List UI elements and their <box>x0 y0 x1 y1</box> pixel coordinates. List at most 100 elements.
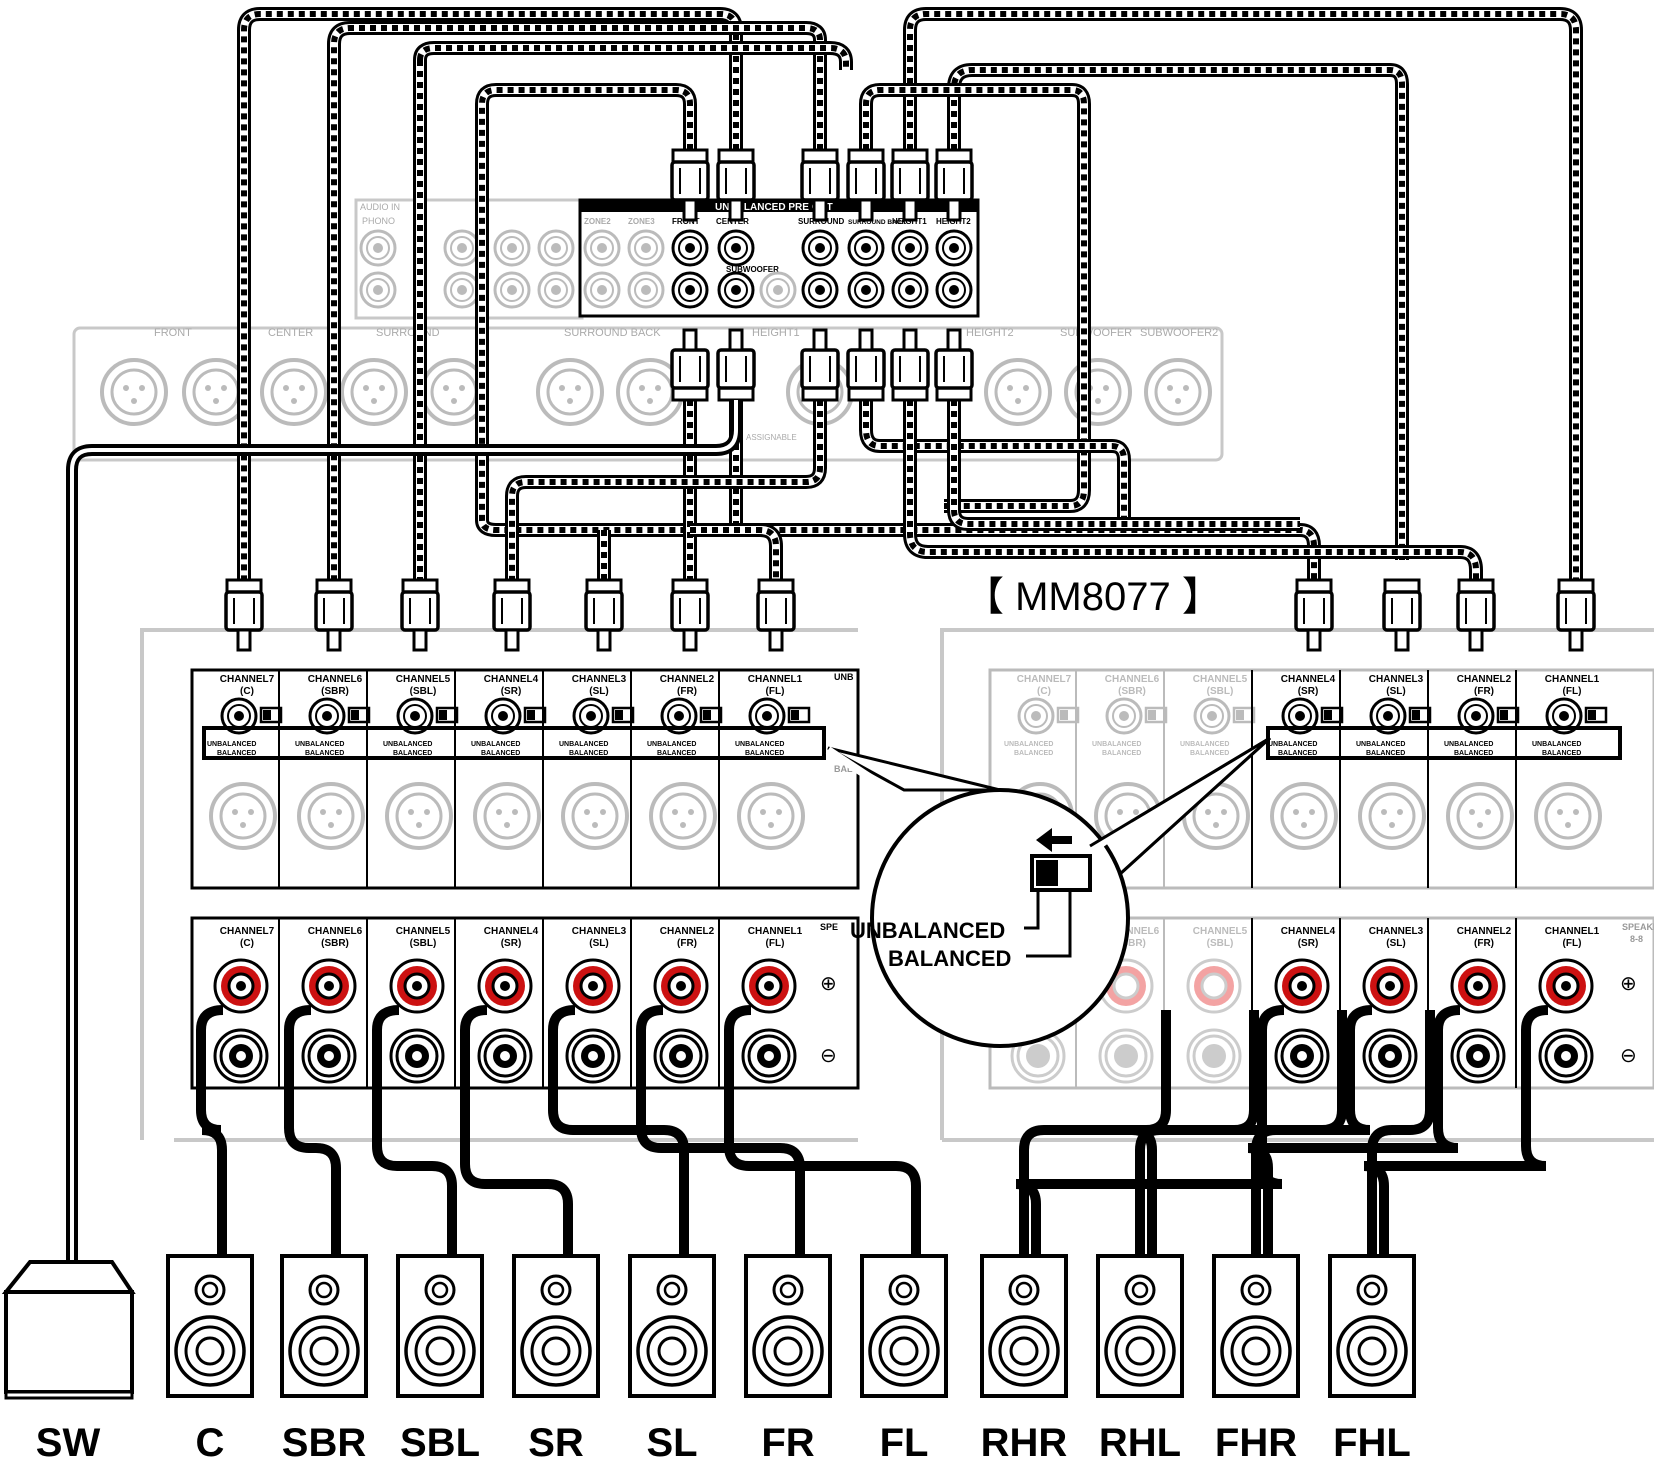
bal-label-center: CENTER <box>268 327 313 339</box>
negative-terminal <box>213 1028 269 1084</box>
speaker-label: SW <box>36 1421 101 1465</box>
switch-balanced-text: BALANCED <box>305 750 344 757</box>
audio-in-label: AUDIO IN <box>360 202 400 212</box>
channel-name: CHANNEL1 <box>748 926 803 937</box>
channel-name: CHANNEL7 <box>220 926 275 937</box>
channel-column: CHANNEL4(SR)UNBALANCEDBALANCEDCHANNEL4(S… <box>454 670 547 1088</box>
switch-unbalanced-text: UNBALANCED <box>1180 741 1229 748</box>
speaker-icon <box>860 1254 948 1398</box>
speaker-label: SBR <box>282 1421 367 1465</box>
channel-name: CHANNEL1 <box>1545 674 1600 685</box>
positive-terminal <box>1450 958 1506 1014</box>
speaker-label: SL <box>646 1421 697 1465</box>
switch-balanced-text: BALANCED <box>1014 750 1053 757</box>
channel-name: CHANNEL2 <box>660 674 715 685</box>
speaker-label: RHL <box>1099 1421 1181 1465</box>
channel-column: CHANNEL2(FR)UNBALANCEDBALANCEDCHANNEL2(F… <box>630 670 723 1088</box>
signal-cables <box>237 7 1583 580</box>
speaker-label: SBL <box>400 1421 480 1465</box>
left-arrow-icon <box>1036 828 1072 852</box>
negative-terminal <box>1186 1028 1242 1084</box>
bal-label-height1: HEIGHT1 <box>752 327 800 339</box>
channel-name: CHANNEL3 <box>572 926 627 937</box>
channel-name: CHANNEL6 <box>1105 674 1160 685</box>
positive-terminal <box>389 958 445 1014</box>
plus-symbol: ⊕ <box>820 973 837 995</box>
channel-name: CHANNEL5 <box>396 926 451 937</box>
switch-balanced-text: BALANCED <box>1102 750 1141 757</box>
speaker-label: FHR <box>1215 1421 1297 1465</box>
channel-name: CHANNEL5 <box>1193 674 1248 685</box>
switch-unbalanced-text: UNBALANCED <box>295 741 344 748</box>
channel-name: CHANNEL4 <box>1281 674 1336 685</box>
model-label: 【 MM8077 】 <box>964 575 1222 619</box>
channel-sub: (SBR) <box>1118 686 1146 697</box>
channel-sub: (SBL) <box>410 686 437 697</box>
channel-name: CHANNEL1 <box>748 674 803 685</box>
channel-sub: (SL) <box>1386 686 1405 697</box>
channel-column: CHANNEL6(SBR)UNBALANCEDBALANCEDCHANNEL6(… <box>1075 670 1168 1088</box>
channel-column: CHANNEL3(SL)UNBALANCEDBALANCEDCHANNEL3(S… <box>542 670 635 1088</box>
negative-terminal <box>1450 1028 1506 1084</box>
switch-balanced-text: BALANCED <box>393 750 432 757</box>
switch-unbalanced-text: UNBALANCED <box>647 741 696 748</box>
positive-terminal <box>301 958 357 1014</box>
callout-balanced-label: BALANCED <box>888 946 1011 971</box>
channel-column: CHANNEL5(SBL)UNBALANCEDBALANCEDCHANNEL5(… <box>1163 670 1256 1088</box>
channel-name: CHANNEL2 <box>1457 926 1512 937</box>
channel-name: CHANNEL4 <box>484 926 539 937</box>
channel-column: CHANNEL3(SL)UNBALANCEDBALANCEDCHANNEL3(S… <box>1339 670 1432 1088</box>
channel-name: CHANNEL4 <box>1281 926 1336 937</box>
speaker-cables <box>196 1005 1549 1256</box>
bal-label-front: FRONT <box>154 327 192 339</box>
channel-sub: (FL) <box>766 938 785 949</box>
channel-sub: (SBR) <box>321 938 349 949</box>
preout-label-zone2: ZONE2 <box>584 217 611 226</box>
channel-name: CHANNEL4 <box>484 674 539 685</box>
switch-unbalanced-text: UNBALANCED <box>1268 741 1317 748</box>
channel-sub: (FL) <box>1563 686 1582 697</box>
channel-sub: (FL) <box>1563 938 1582 949</box>
speaker-icon <box>1096 1254 1184 1398</box>
speaker-icon <box>1212 1254 1300 1398</box>
negative-terminal <box>1538 1028 1594 1084</box>
preout-title: UNBALANCED PRE OUT <box>715 202 833 213</box>
switch-unbalanced-text: UNBALANCED <box>1532 741 1581 748</box>
channel-name: CHANNEL5 <box>396 674 451 685</box>
speaker-icon <box>396 1254 484 1398</box>
bal-label-surround: SURROUND <box>376 327 440 339</box>
bal-label-surround-back: SURROUND BACK <box>564 327 661 339</box>
channel-sub: (FR) <box>677 938 697 949</box>
channel-sub: (C) <box>240 686 254 697</box>
channel-sub: (SL) <box>589 686 608 697</box>
speaker-label: RHR <box>981 1421 1068 1465</box>
speaker-icon <box>1328 1254 1416 1398</box>
speaker-label: SR <box>528 1421 584 1465</box>
channel-name: CHANNEL6 <box>1105 926 1160 937</box>
switch-callout: UNBALANCED BALANCED <box>825 736 1272 1048</box>
switch-unbalanced-text: UNBALANCED <box>207 741 256 748</box>
negative-terminal <box>1274 1028 1330 1084</box>
speaker-icon <box>744 1254 832 1398</box>
positive-terminal <box>477 958 533 1014</box>
channel-sub: (C) <box>1037 686 1051 697</box>
channel-name: CHANNEL2 <box>660 926 715 937</box>
audio-in-panel: AUDIO IN PHONO <box>354 198 584 320</box>
bal-label-height2: HEIGHT2 <box>966 327 1014 339</box>
plus-symbol-right: ⊕ <box>1620 973 1637 995</box>
channel-sub: (SL) <box>589 938 608 949</box>
speaker-label: FHL <box>1333 1421 1411 1465</box>
switch-unbalanced-text: UNBALANCED <box>1092 741 1141 748</box>
channel-name: CHANNEL5 <box>1193 926 1248 937</box>
subwoofer-cable <box>66 400 742 1262</box>
switch-balanced-text: BALANCED <box>745 750 784 757</box>
speaker-icon <box>166 1254 254 1398</box>
amp-right-speaker-label: SPEAKE <box>1622 922 1654 932</box>
amp-left-unb-label: UNB <box>834 672 854 682</box>
channel-name: CHANNEL6 <box>308 926 363 937</box>
channel-name: CHANNEL3 <box>1369 926 1424 937</box>
negative-terminal <box>653 1028 709 1084</box>
channel-sub: (SR) <box>501 938 522 949</box>
switch-unbalanced-text: UNBALANCED <box>1356 741 1405 748</box>
